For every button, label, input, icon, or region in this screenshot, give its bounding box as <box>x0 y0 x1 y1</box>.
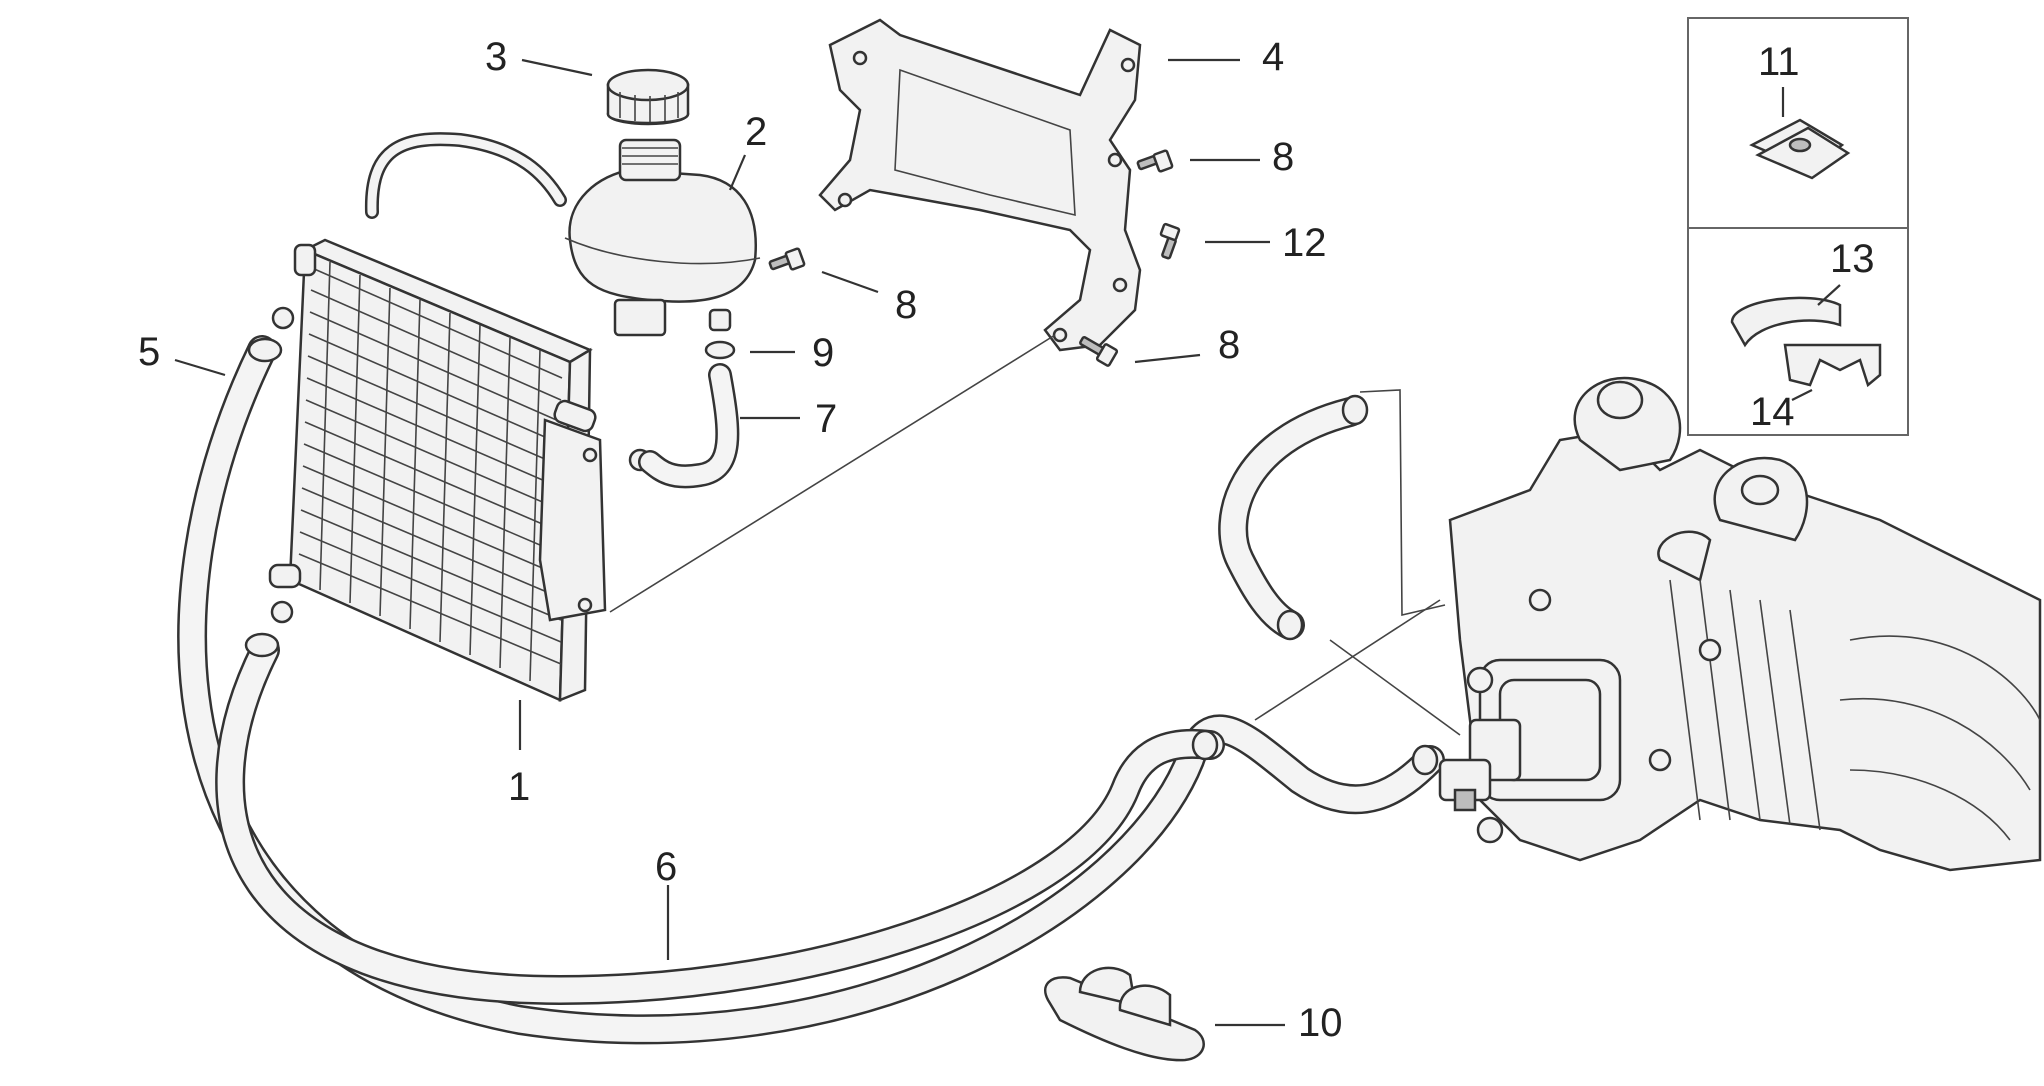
callout-2: 2 <box>745 110 767 154</box>
hose-6 <box>215 635 1225 1005</box>
callout-13: 13 <box>1830 237 1875 281</box>
radiator <box>268 238 607 702</box>
callout-8-b: 8 <box>1272 135 1294 179</box>
engine-block <box>1438 376 2042 872</box>
callout-9: 9 <box>812 331 834 375</box>
callout-labels: 1 2 3 4 5 6 7 8 8 8 9 10 11 12 13 14 <box>138 35 1875 1045</box>
callout-5: 5 <box>138 330 160 374</box>
leader-lines <box>174 58 1841 1027</box>
hose-7 <box>638 363 740 489</box>
callout-11: 11 <box>1758 40 1800 84</box>
callout-8-c: 8 <box>1218 323 1240 367</box>
callout-7: 7 <box>815 397 837 441</box>
hose-holder <box>1044 966 1205 1062</box>
callout-4: 4 <box>1262 35 1284 79</box>
overflow-hose <box>364 132 567 219</box>
engine-upper-hose <box>1218 397 1365 640</box>
callout-3: 3 <box>485 35 507 79</box>
inset-box-13-14 <box>1687 227 1909 436</box>
connection-lines <box>609 334 1461 736</box>
callout-12: 12 <box>1282 221 1327 265</box>
hose-clamps <box>244 306 1439 776</box>
tank-cap <box>606 68 690 126</box>
inset-box-11 <box>1687 17 1909 229</box>
expansion-tank <box>564 138 761 337</box>
callout-1: 1 <box>508 765 530 809</box>
hose-5 <box>177 335 1445 1045</box>
radiator-bracket <box>818 18 1142 352</box>
screws <box>768 149 1181 367</box>
callout-6: 6 <box>655 845 677 889</box>
callout-14: 14 <box>1750 390 1795 434</box>
callout-10: 10 <box>1298 1001 1343 1045</box>
clamp-9 <box>704 340 736 360</box>
callout-8-a: 8 <box>895 283 917 327</box>
